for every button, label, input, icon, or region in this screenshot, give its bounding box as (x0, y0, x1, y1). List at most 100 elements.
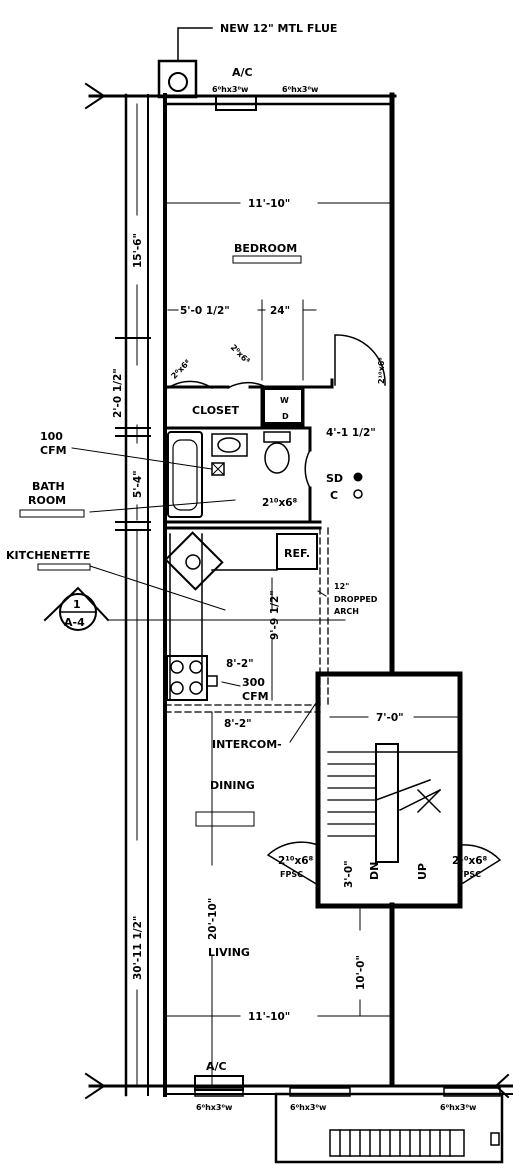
bottom-balcony (274, 1092, 504, 1164)
window-bottom-b-label: 6⁰hx3⁰w (290, 1103, 327, 1112)
room-dining: DINING (210, 779, 255, 792)
room-kitchenette: KITCHENETTE (6, 549, 90, 562)
leader-fan-100 (71, 447, 213, 470)
leader-kitchenette (89, 565, 226, 611)
door-closet-a-label: 2⁰x6⁸ (169, 358, 192, 381)
window-bottom-b (289, 1087, 351, 1097)
up-label: UP (416, 863, 429, 880)
door-swing-closet-a (166, 380, 214, 390)
leader-300 (221, 681, 241, 687)
stair-enclosure (315, 671, 463, 909)
window-bottom-c (443, 1087, 501, 1097)
stamp-dining (195, 811, 255, 827)
wd-w: W (280, 396, 289, 405)
door-swing-closet-b (226, 381, 270, 390)
dim-left-bath: 5'-4" (132, 470, 144, 498)
door-fpsc-left-label: 2¹⁰x6⁸ (278, 855, 314, 867)
break-symbol-right (494, 1073, 510, 1099)
leader-intercom (289, 699, 319, 743)
intercom-label: INTERCOM- (212, 738, 282, 751)
kitchen-sink-bowl (185, 554, 201, 570)
dim-dining-width: 8'-2" (224, 718, 252, 730)
dim-living-width: 11'-10" (248, 1011, 290, 1023)
toilet (264, 442, 290, 474)
dim-kitchen-depth: 9'-9 1/2" (269, 590, 281, 640)
room-bath-a: BATH (32, 480, 65, 493)
fan-100-b: CFM (40, 444, 67, 457)
section-sheet: A-4 (64, 616, 85, 629)
kitchen-sink (164, 531, 224, 591)
door-swing-bedroom (334, 334, 386, 386)
c-label: C (330, 489, 338, 502)
fan-100-a: 100 (40, 430, 63, 443)
dim-left-closet: 2'-0 1/2" (112, 368, 124, 418)
dim-living-right: 10'-0" (355, 955, 367, 990)
ac-top-label: A/C (232, 66, 253, 79)
room-living: LIVING (208, 946, 250, 959)
window-top-b-label: 6⁰hx3⁰w (282, 85, 319, 94)
dn-label: DN (368, 862, 381, 880)
stair-x (416, 788, 442, 814)
toilet-tank (263, 431, 291, 443)
exhaust-fan-300 (206, 675, 218, 687)
door-bedroom-label: 2¹⁰x6⁸ (377, 357, 386, 384)
arch-b: DROPPED (334, 595, 378, 604)
stair-core (375, 743, 399, 863)
stair-run (375, 751, 461, 812)
arch-c: ARCH (334, 607, 359, 616)
dim-kitchen-width: 8'-2" (226, 658, 254, 670)
rail-balusters (339, 1129, 451, 1157)
sink (211, 433, 248, 457)
fan-300-b: CFM (242, 690, 269, 703)
landing-right (458, 844, 502, 887)
balcony-rail (329, 1129, 465, 1157)
sd-label: SD (326, 472, 343, 485)
refrigerator (276, 533, 318, 570)
ac-unit-bottom (194, 1075, 244, 1091)
dim-left-lower: 30'-11 1/2" (132, 916, 144, 980)
section-marker-arrow (43, 586, 110, 622)
bathtub (167, 431, 203, 518)
co-detector (353, 489, 363, 499)
window-bottom-a (194, 1087, 244, 1097)
room-closet: CLOSET (192, 404, 239, 417)
washer-dryer (263, 388, 303, 424)
break-symbol-top (84, 82, 106, 110)
dim-ticks-left (115, 337, 151, 531)
dim-bedroom-width: 11'-10" (248, 198, 290, 210)
arch-a: 12" (334, 582, 349, 591)
door-bath-label: 2¹⁰x6⁸ (262, 497, 298, 509)
landing-left (266, 841, 320, 887)
dim-stair-width: 7'-0" (376, 712, 404, 724)
window-bottom-c-label: 6⁰hx3⁰w (440, 1103, 477, 1112)
window-top-a-label: 6⁰hx3⁰w (212, 85, 249, 94)
stamp-bath (19, 509, 85, 518)
fpsc-right-label: FPSC (458, 870, 481, 879)
ac-unit-top (215, 95, 257, 111)
door-closet-b-label: 2⁰x6⁸ (229, 343, 252, 366)
dim-left-upper: 15'-6" (132, 233, 144, 268)
leader-arch (317, 590, 327, 597)
fan-300-a: 300 (242, 676, 265, 689)
dim-closet-split-a: 5'-0 1/2" (180, 305, 230, 317)
room-bedroom: BEDROOM (234, 242, 297, 255)
sink-bowl (217, 437, 241, 453)
closet-walls (163, 378, 334, 427)
flue-circle (168, 72, 188, 92)
dim-closet-depth: 4'-1 1/2" (326, 427, 376, 439)
dim-closet-split-b: 24" (270, 305, 290, 317)
wd-d: D (282, 412, 289, 421)
stamp-kitchen (37, 563, 91, 571)
stair-treads (327, 751, 377, 837)
room-bath-b: ROOM (28, 494, 66, 507)
bathtub-inner (172, 439, 198, 511)
dim-line-closet-split (167, 299, 317, 381)
window-bottom-a-label: 6⁰hx3⁰w (196, 1103, 233, 1112)
dim-living-depth: 20'-10" (207, 898, 219, 940)
door-fpsc-right-label: 2¹⁰x6⁸ (452, 855, 488, 867)
door-swing-bath (304, 448, 312, 490)
leader-bath (89, 499, 236, 513)
ac-bottom-label: A/C (206, 1060, 227, 1073)
flue-leader (177, 27, 213, 62)
